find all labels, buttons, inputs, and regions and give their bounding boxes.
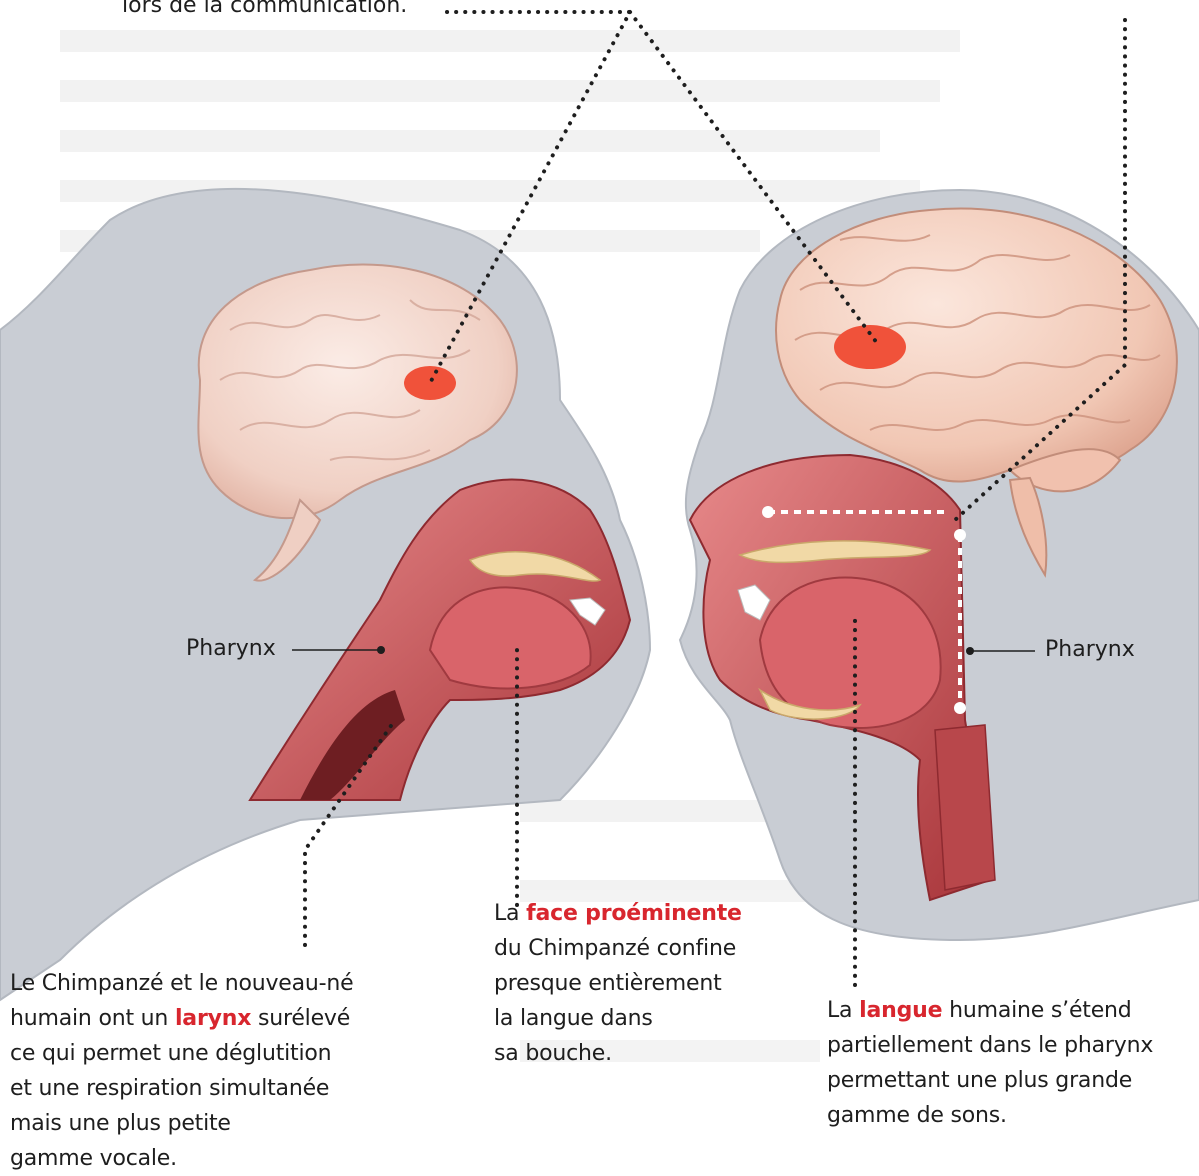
measure-point-bottom [954,702,966,714]
larynx-highlight: larynx [175,1006,251,1031]
caption-face-line5: sa bouche. [494,1036,774,1071]
pharynx-right-dot [966,647,974,655]
pharynx-left-dot [377,646,385,654]
caption-larynx-line6: gamme vocale. [10,1141,390,1176]
caption-langue-line4: gamme de sons. [827,1098,1187,1133]
caption-langue-line2: partiellement dans le pharynx [827,1028,1187,1063]
measure-point-top [954,529,966,541]
measure-point-front [762,506,774,518]
caption-langue-line1: La langue humaine s’étend [827,993,1187,1028]
caption-face-line4: la langue dans [494,1001,774,1036]
caption-face-line3: presque entièrement [494,966,774,1001]
top-caption: lors de la communication. [122,0,407,23]
pharynx-label-right: Pharynx [1045,637,1135,663]
caption-face-line1: La face proéminente [494,896,774,931]
human-trachea [935,725,995,890]
caption-larynx-line1: Le Chimpanzé et le nouveau-né [10,966,390,1001]
caption-larynx: Le Chimpanzé et le nouveau-né humain ont… [10,966,390,1176]
caption-larynx-line5: mais une plus petite [10,1106,390,1141]
pharynx-label-left: Pharynx [186,636,276,662]
caption-larynx-line2: humain ont un larynx surélevé [10,1001,390,1036]
caption-langue-line3: permettant une plus grande [827,1063,1187,1098]
caption-face: La face proéminente du Chimpanzé confine… [494,896,774,1071]
caption-larynx-line4: et une respiration simultanée [10,1071,390,1106]
chimpanzee-language-area [404,366,456,400]
caption-langue: La langue humaine s’étend partiellement … [827,993,1187,1133]
face-highlight: face proéminente [526,901,742,926]
caption-larynx-line3: ce qui permet une déglutition [10,1036,390,1071]
langue-highlight: langue [859,998,942,1023]
caption-face-line2: du Chimpanzé confine [494,931,774,966]
